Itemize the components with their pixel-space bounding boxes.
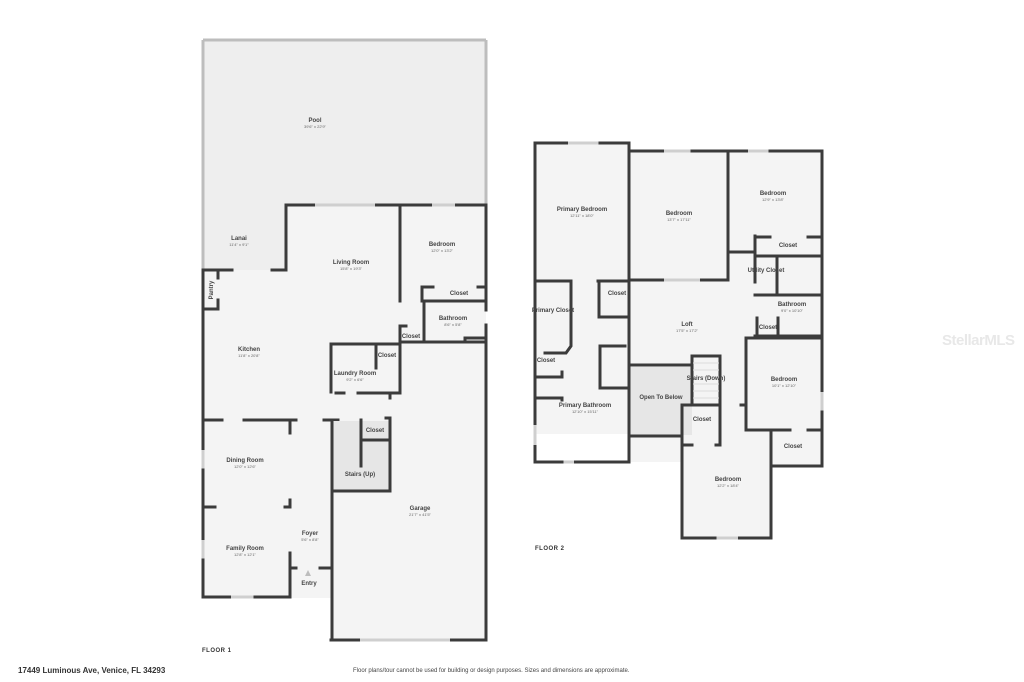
property-address: 17449 Luminous Ave, Venice, FL 34293 [18, 666, 166, 675]
svg-text:11'4" x 9'1": 11'4" x 9'1" [229, 242, 249, 247]
svg-text:10'1" x 12'10": 10'1" x 12'10" [772, 383, 797, 388]
svg-text:21'7" x 41'5": 21'7" x 41'5" [409, 512, 432, 517]
room-label-primary-closet: Primary Closet [532, 308, 574, 314]
room-label-bathroom: Bathroom [439, 316, 467, 322]
svg-text:13'7" x 17'11": 13'7" x 17'11" [667, 217, 691, 222]
room-label-bedroom: Bedroom [429, 242, 455, 248]
svg-text:5'6" x 8'8": 5'6" x 8'8" [301, 537, 319, 542]
lanai-area [203, 205, 286, 270]
room-label-lanai: Lanai [231, 236, 247, 242]
room-label-pantry: Pantry [209, 280, 215, 299]
svg-text:11'8" x 20'8": 11'8" x 20'8" [238, 353, 260, 358]
room-label-closet: Closet [450, 291, 468, 297]
room-label-bathroom: Bathroom [778, 302, 806, 308]
room-label-loft: Loft [681, 322, 692, 328]
floor-2-label: FLOOR 2 [535, 546, 565, 552]
room-label-laundry-room: Laundry Room [334, 371, 376, 377]
svg-text:12'9" x 13'8": 12'9" x 13'8" [762, 197, 785, 202]
room-label-open-to-below: Open To Below [639, 395, 683, 401]
floor-1-plan [201, 38, 488, 642]
room-label-foyer: Foyer [302, 531, 319, 537]
pool-area [203, 40, 486, 205]
svg-text:12'0" x 12'6": 12'0" x 12'6" [234, 464, 257, 469]
room-label-stairs-down: Stairs (Down) [687, 376, 726, 382]
room-label-entry: Entry [301, 581, 317, 587]
svg-text:8'6" x 5'8": 8'6" x 5'8" [444, 322, 462, 327]
svg-text:12'0" x 13'2": 12'0" x 13'2" [431, 248, 454, 253]
room-label-closet: Closet [779, 243, 797, 249]
svg-text:12'2" x 18'4": 12'2" x 18'4" [717, 483, 740, 488]
room-label-closet: Closet [608, 291, 626, 297]
svg-text:17'5" x 17'2": 17'5" x 17'2" [676, 328, 699, 333]
stellarmls-watermark: StellarMLS [942, 332, 1015, 349]
room-label-bedroom: Bedroom [771, 377, 797, 383]
room-label-stairs-up: Stairs (Up) [345, 472, 375, 478]
room-label-primary-bathroom: Primary Bathroom [559, 403, 611, 409]
svg-text:39'6" x 22'9": 39'6" x 22'9" [304, 124, 327, 129]
room-label-primary-bedroom: Primary Bedroom [557, 207, 607, 213]
svg-text:15'8" x 19'3": 15'8" x 19'3" [340, 266, 363, 271]
svg-text:9'0" x 10'10": 9'0" x 10'10" [781, 308, 804, 313]
floor-2-plan [533, 141, 824, 540]
room-label-bedroom: Bedroom [666, 211, 692, 217]
room-label-family-room: Family Room [226, 546, 264, 552]
floor-1-label: FLOOR 1 [202, 648, 232, 654]
svg-text:12'10" x 15'11": 12'10" x 15'11" [572, 409, 599, 414]
room-label-closet: Closet [693, 417, 711, 423]
svg-text:12'8" x 12'1": 12'8" x 12'1" [234, 552, 257, 557]
room-label-kitchen: Kitchen [238, 347, 260, 353]
svg-text:9'2" x 6'6": 9'2" x 6'6" [346, 377, 364, 382]
room-label-closet: Closet [537, 358, 555, 364]
floor-1-labels: Pool 39'6" x 22'9" Lanai 11'4" x 9'1" Li… [209, 118, 468, 587]
svg-text:12'11" x 18'0": 12'11" x 18'0" [570, 213, 594, 218]
room-label-bedroom: Bedroom [760, 191, 786, 197]
floor-2-labels: Primary Bedroom 12'11" x 18'0" Bedroom 1… [532, 191, 806, 488]
disclaimer-text: Floor plans/tour cannot be used for buil… [353, 668, 630, 674]
room-label-utility-closet: Utility Closet [748, 268, 785, 274]
entry-triangle-up-icon [305, 570, 311, 576]
room-label-bedroom: Bedroom [715, 477, 741, 483]
room-label-pool: Pool [309, 118, 322, 124]
room-label-dining-room: Dining Room [226, 458, 263, 464]
room-label-living-room: Living Room [333, 260, 369, 266]
room-label-garage: Garage [410, 506, 431, 512]
room-label-closet: Closet [759, 325, 777, 331]
room-label-closet: Closet [784, 444, 802, 450]
room-label-closet: Closet [402, 334, 420, 340]
room-label-closet: Closet [378, 353, 396, 359]
room-label-closet: Closet [366, 428, 384, 434]
